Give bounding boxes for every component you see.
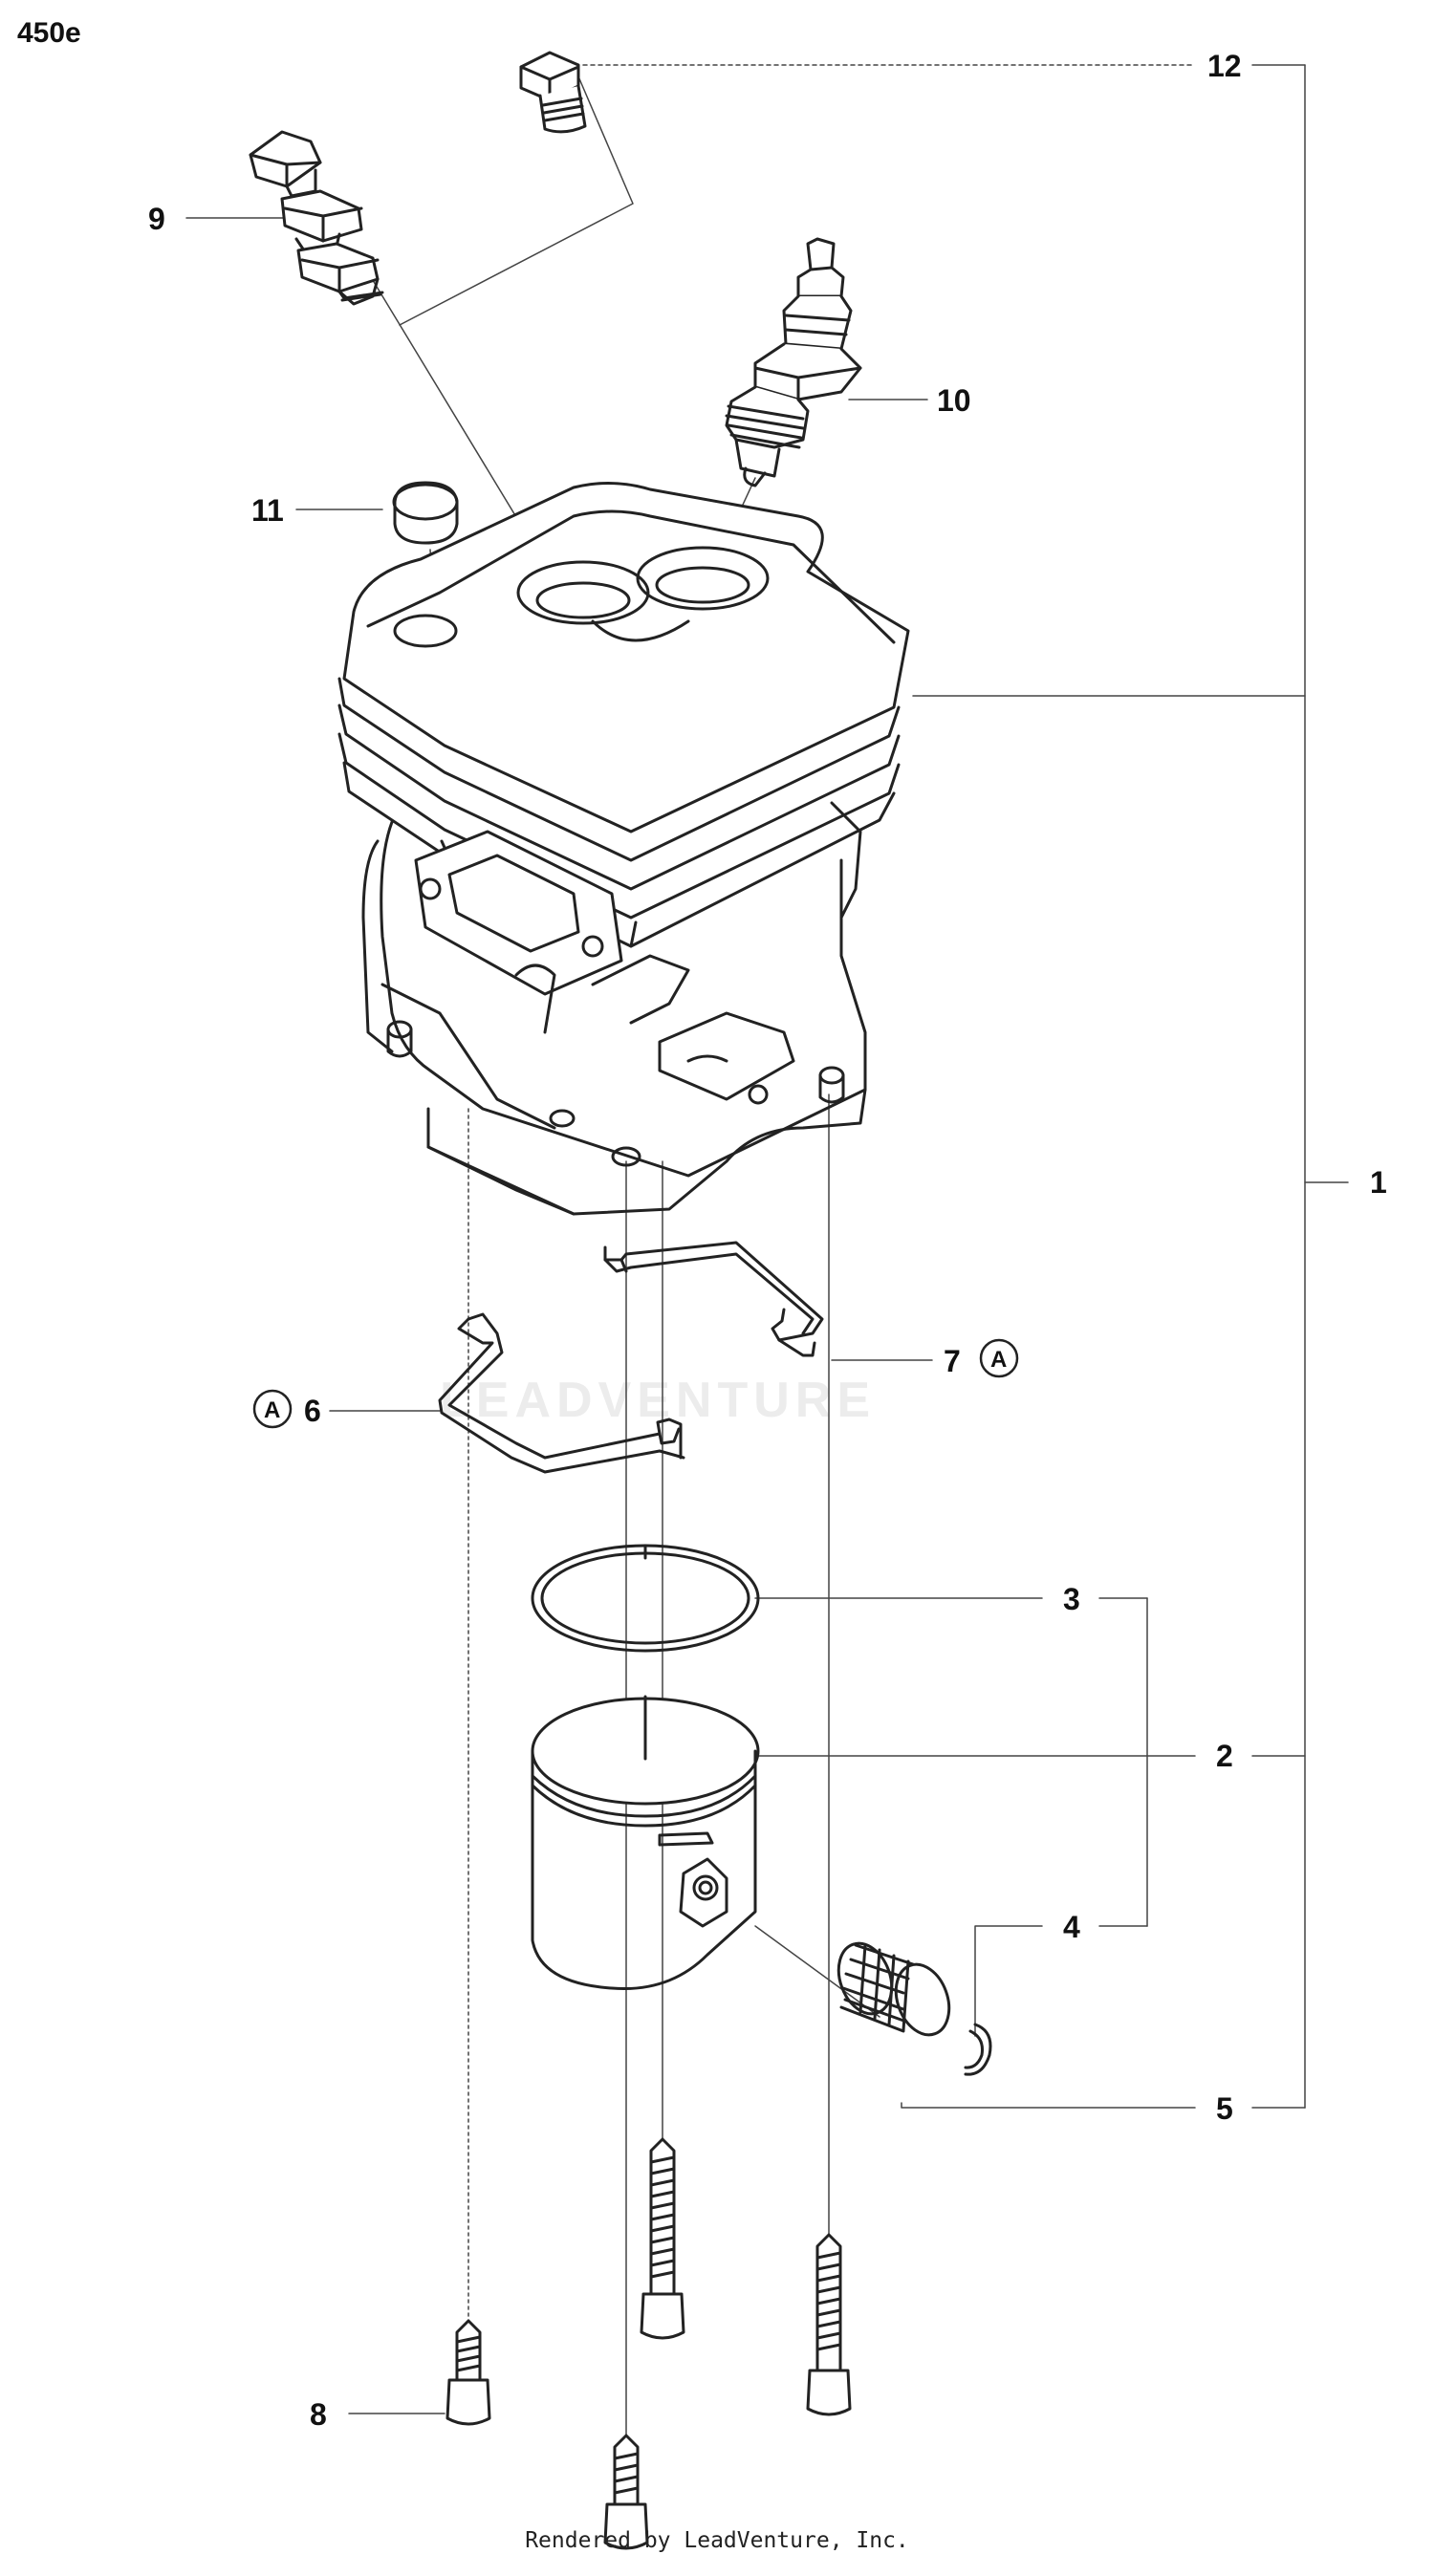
part-12-plug: [519, 51, 587, 134]
callout-9: 9: [148, 202, 165, 236]
part-6-gasket: [438, 1312, 685, 1474]
callout-1: 1: [1370, 1165, 1387, 1200]
tag-a-7: A: [990, 1347, 1007, 1373]
callout-labels: 12 9 10 11 1 7 6 3 2 4 5 8: [148, 49, 1387, 2432]
callout-3: 3: [1063, 1582, 1080, 1616]
part-7-gasket: [603, 1241, 824, 1357]
part-4-circlip: [964, 2023, 992, 2076]
part-10-spark-plug: [725, 237, 862, 487]
part-5-needle-bearing: [836, 1941, 951, 2037]
callout-10: 10: [937, 383, 971, 418]
callout-2: 2: [1216, 1739, 1233, 1773]
circle-tags: A A: [252, 1338, 1019, 1429]
callout-7: 7: [944, 1344, 961, 1378]
callout-6: 6: [304, 1394, 321, 1428]
part-11-cap: [392, 481, 459, 545]
callout-8: 8: [310, 2397, 327, 2432]
part-8-bolts: [445, 2137, 852, 2550]
part-3-piston-ring: [531, 1544, 760, 1653]
model-name: 450e: [17, 17, 81, 49]
tag-a-6: A: [264, 1397, 280, 1423]
watermark: LEADVENTURE: [440, 1373, 877, 1428]
part-9-valve: [249, 130, 384, 306]
callout-11: 11: [251, 493, 284, 528]
callout-4: 4: [1063, 1910, 1080, 1944]
callout-5: 5: [1216, 2091, 1233, 2126]
footer-credit: Rendered by LeadVenture, Inc.: [525, 2528, 909, 2553]
part-2-piston: [531, 1695, 760, 1991]
callout-12: 12: [1207, 49, 1242, 83]
part-1-cylinder: [337, 482, 910, 1216]
